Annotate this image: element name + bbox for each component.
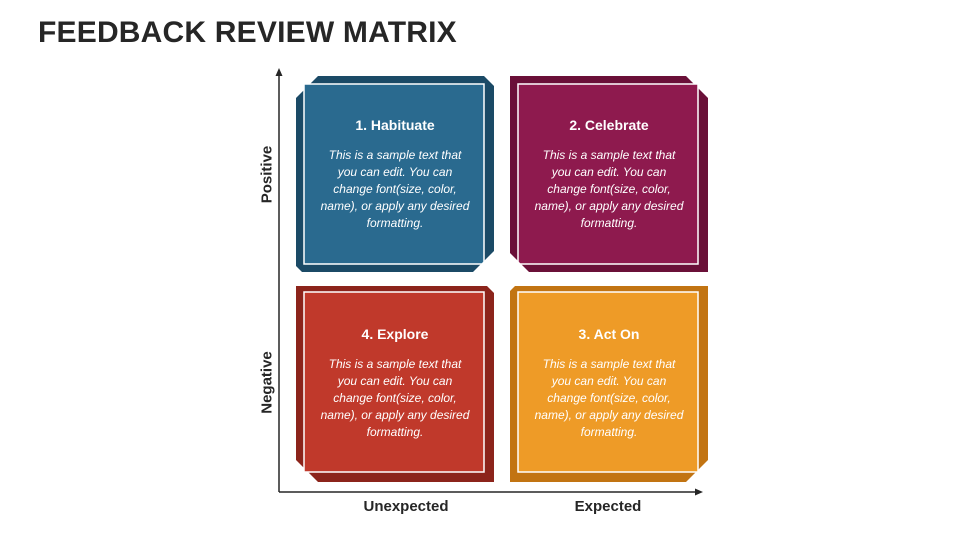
- quadrant-frame: [510, 76, 708, 272]
- quadrant-title: 2. Celebrate: [569, 117, 649, 133]
- quadrant-frame: [296, 286, 494, 482]
- quadrant-frame: [510, 286, 708, 482]
- quadrant-title: 3. Act On: [578, 326, 640, 342]
- page-title: FEEDBACK REVIEW MATRIX: [38, 16, 457, 49]
- y-axis-arrow-icon: [275, 68, 283, 76]
- quadrant-body: This is a sample text that you can edit.…: [320, 148, 470, 230]
- quadrant-habituate: 1. Habituate This is a sample text that …: [296, 76, 494, 272]
- x-axis-arrow-icon: [695, 488, 703, 496]
- quadrant-title: 1. Habituate: [355, 117, 435, 133]
- quadrant-body: This is a sample text that you can edit.…: [534, 148, 684, 230]
- quadrant-frame: [296, 76, 494, 272]
- x-axis-label-unexpected: Unexpected: [363, 498, 449, 515]
- quadrant-body: This is a sample text that you can edit.…: [320, 357, 470, 439]
- quadrant-body: This is a sample text that you can edit.…: [534, 357, 684, 439]
- quadrant-title: 4. Explore: [361, 326, 429, 342]
- quadrant-explore: 4. Explore This is a sample text that yo…: [296, 286, 494, 482]
- x-axis-label-expected: Expected: [574, 498, 642, 515]
- quadrant-celebrate: 2. Celebrate This is a sample text that …: [510, 76, 708, 272]
- quadrant-act-on: 3. Act On This is a sample text that you…: [510, 286, 708, 482]
